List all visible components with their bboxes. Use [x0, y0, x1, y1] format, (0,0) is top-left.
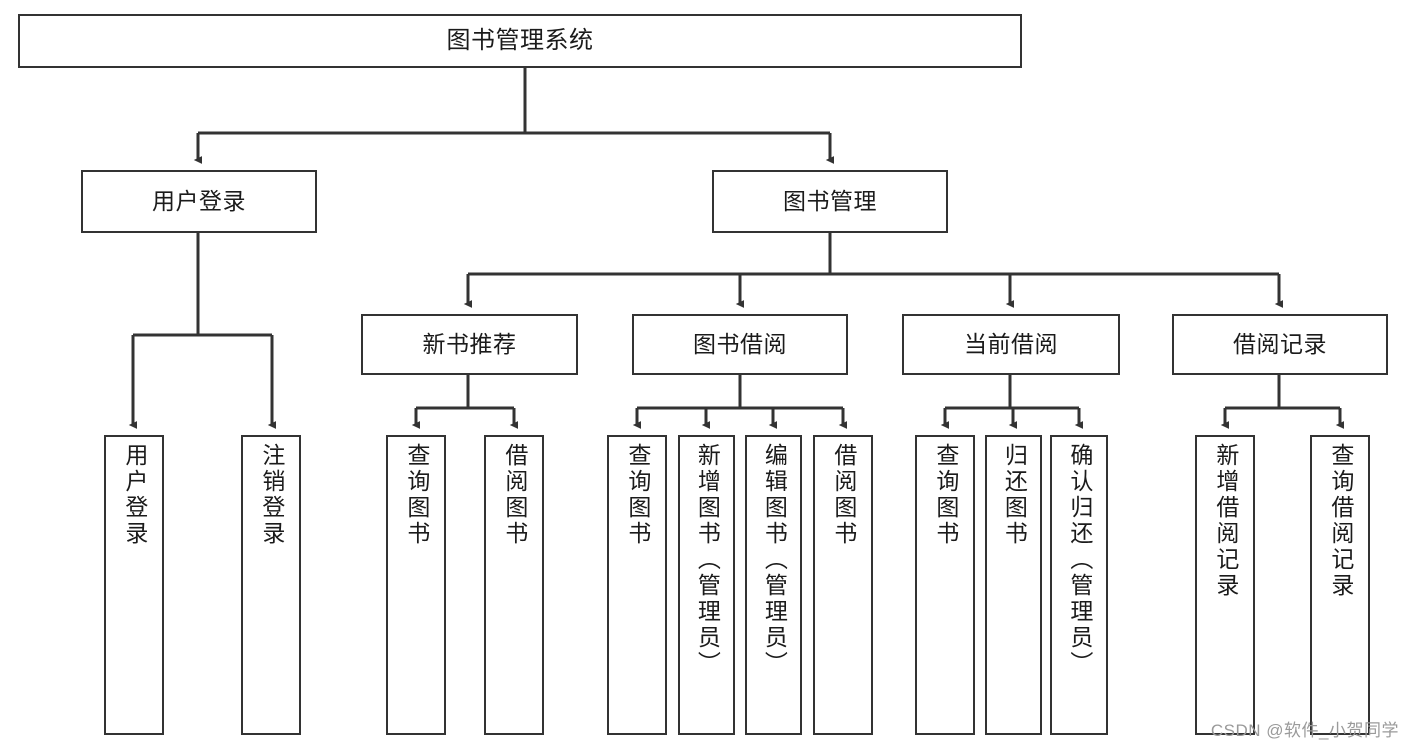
node-current-borrowing[interactable]: 当前借阅: [902, 314, 1120, 375]
node-leaf-edit-book-admin[interactable]: 编辑图书（管理员）: [745, 435, 802, 735]
node-leaf-confirm-return-admin[interactable]: 确认归还（管理员）: [1050, 435, 1108, 735]
node-leaf-logout[interactable]: 注销登录: [241, 435, 301, 735]
node-label: 新书推荐: [422, 330, 517, 357]
node-label: 图书借阅: [693, 330, 787, 357]
node-label: 用户登录: [152, 187, 246, 214]
node-label: 确认归还（管理员）: [1066, 443, 1093, 677]
node-leaf-query-book-borrowing[interactable]: 查询图书: [607, 435, 667, 735]
node-leaf-user-login[interactable]: 用户登录: [104, 435, 164, 735]
node-leaf-return-book[interactable]: 归还图书: [985, 435, 1042, 735]
node-leaf-borrow-book-recommendation[interactable]: 借阅图书: [484, 435, 544, 735]
node-label: 查询图书: [932, 443, 959, 547]
node-user-login[interactable]: 用户登录: [81, 170, 317, 233]
node-label: 编辑图书（管理员）: [761, 443, 788, 677]
node-label: 当前借阅: [964, 330, 1058, 357]
node-root-book-management-system[interactable]: 图书管理系统: [18, 14, 1022, 68]
node-label: 图书管理系统: [446, 26, 594, 54]
node-label: 借阅图书: [501, 443, 528, 547]
node-leaf-query-borrowing-record[interactable]: 查询借阅记录: [1310, 435, 1370, 735]
node-label: 注销登录: [258, 443, 285, 547]
node-leaf-add-borrowing-record[interactable]: 新增借阅记录: [1195, 435, 1255, 735]
node-label: 借阅图书: [830, 443, 857, 547]
node-label: 新增图书（管理员）: [694, 443, 721, 677]
node-label: 借阅记录: [1233, 330, 1327, 357]
node-new-book-recommendation[interactable]: 新书推荐: [361, 314, 578, 375]
node-label: 新增借阅记录: [1212, 443, 1239, 599]
node-label: 归还图书: [1001, 443, 1028, 547]
node-book-management[interactable]: 图书管理: [712, 170, 948, 233]
csdn-watermark: CSDN @软件_小贺同学: [1210, 721, 1399, 740]
node-leaf-query-book-recommendation[interactable]: 查询图书: [386, 435, 446, 735]
node-label: 查询借阅记录: [1327, 443, 1354, 599]
node-borrowing-record[interactable]: 借阅记录: [1172, 314, 1388, 375]
node-leaf-add-book-admin[interactable]: 新增图书（管理员）: [678, 435, 735, 735]
node-label: 查询图书: [403, 443, 430, 547]
node-leaf-query-book-current[interactable]: 查询图书: [915, 435, 975, 735]
node-book-borrowing[interactable]: 图书借阅: [632, 314, 848, 375]
node-leaf-borrow-book-borrowing[interactable]: 借阅图书: [813, 435, 873, 735]
node-label: 查询图书: [624, 443, 651, 547]
node-label: 图书管理: [783, 187, 877, 214]
node-label: 用户登录: [121, 443, 148, 547]
